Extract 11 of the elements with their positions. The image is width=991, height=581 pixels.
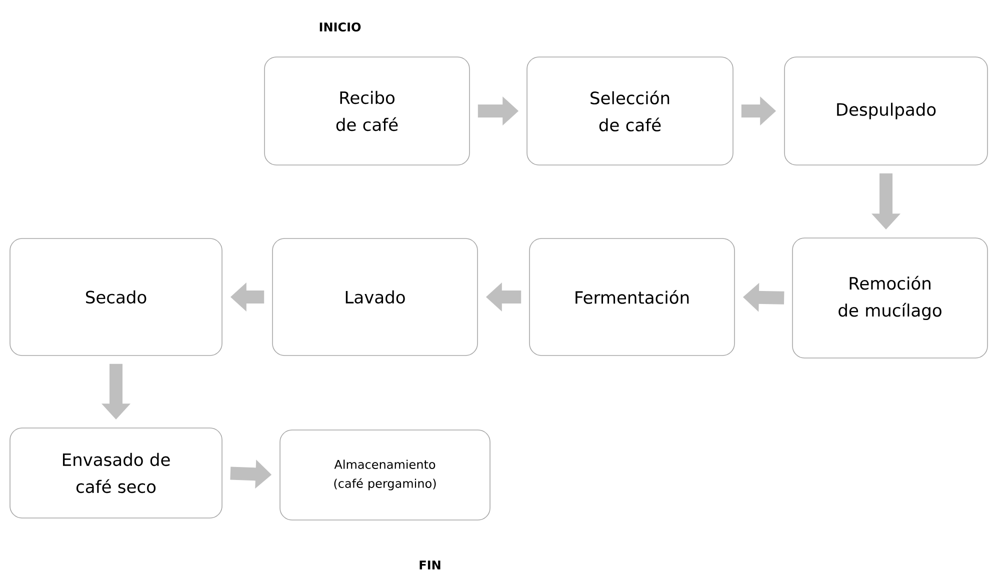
process-box: Recibo de café	[264, 56, 470, 166]
process-box: Despulpado	[784, 56, 988, 166]
step-label: INICIO	[320, 22, 361, 32]
process-box: Selección de café	[526, 56, 734, 166]
step-label: FIN	[420, 560, 440, 570]
process-box: Remoción de mucílago	[792, 238, 988, 358]
process-box: Lavado	[272, 238, 478, 356]
process-box: Secado	[10, 238, 222, 356]
process-box: Envasado de café seco	[10, 428, 222, 518]
process-box: Almacenamiento (café pergamino)	[280, 430, 490, 520]
process-box: Fermentación	[529, 238, 735, 356]
